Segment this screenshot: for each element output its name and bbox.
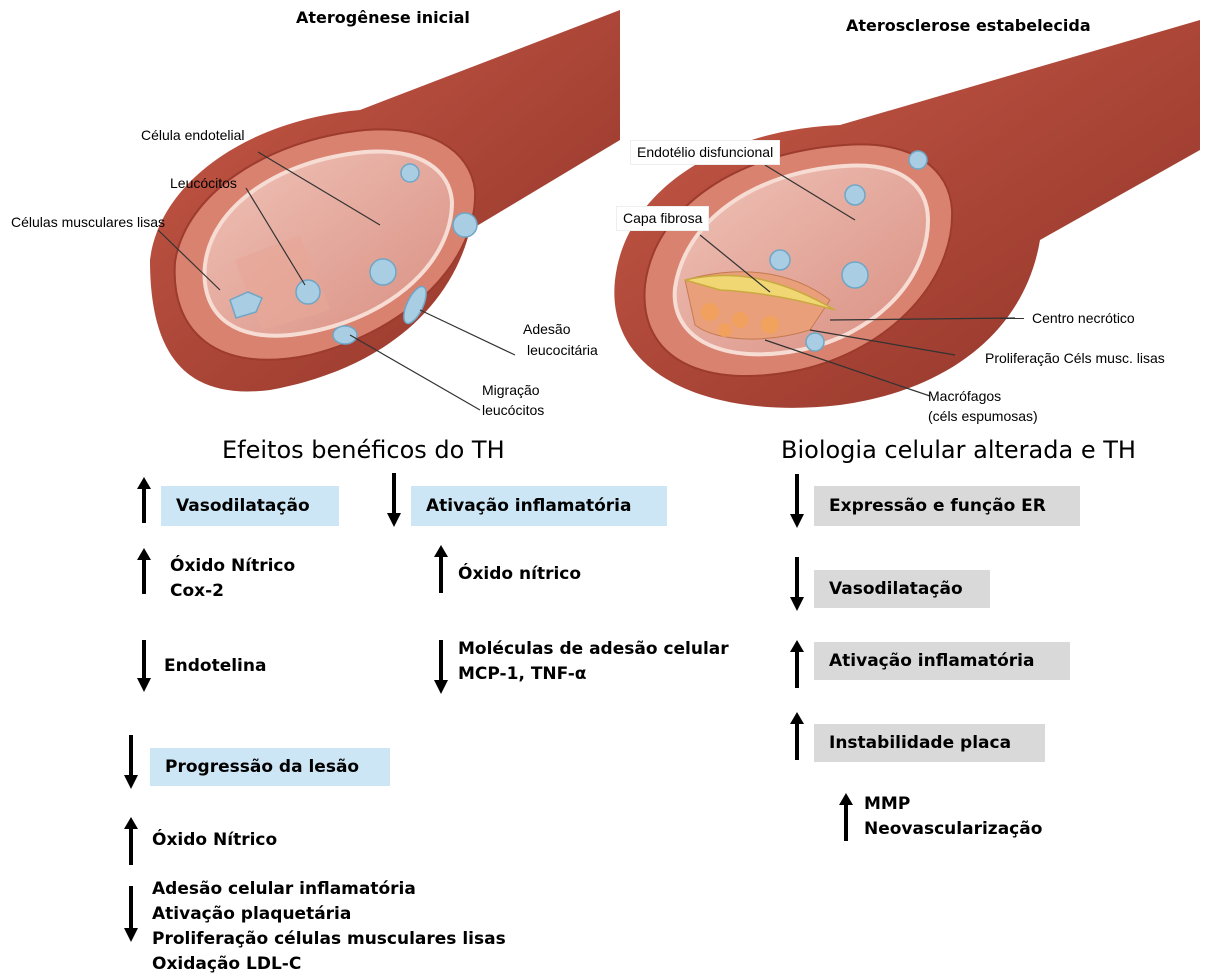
vasodilation-box: Vasodilatação xyxy=(161,486,339,526)
label-smc-proliferation: Proliferação Céls musc. lisas xyxy=(985,350,1165,367)
label-endothelial-cell: Célula endotelial xyxy=(141,127,245,144)
label-smooth-muscle-cells: Células musculares lisas xyxy=(11,214,165,231)
cox2-text: Cox-2 xyxy=(170,579,224,604)
arrow-down-icon xyxy=(387,473,401,527)
label-necrotic-core: Centro necrótico xyxy=(1032,310,1135,327)
arrow-up-icon xyxy=(790,712,804,760)
arrow-up-icon xyxy=(790,640,804,688)
nitric-oxide-text: Óxido Nítrico xyxy=(170,554,295,579)
mmp-text: MMP xyxy=(864,792,910,817)
arrow-down-icon xyxy=(124,735,138,789)
arrow-up-icon xyxy=(434,545,448,593)
arrow-up-icon xyxy=(137,477,151,523)
arrow-up-icon xyxy=(839,793,853,841)
label-leukocyte-migration-1: Migração xyxy=(482,382,540,399)
inflammatory-activation-box: Ativação inflamatória xyxy=(411,486,667,526)
label-leukocyte-adhesion-1: Adesão xyxy=(523,321,570,338)
arrow-down-icon xyxy=(124,886,138,942)
label-leukocytes: Leucócitos xyxy=(170,175,237,192)
altered-biology-title: Biologia celular alterada e TH xyxy=(781,436,1136,464)
label-leukocyte-migration-2: leucócitos xyxy=(482,402,544,419)
mcp1-tnf-text: MCP-1, TNF-α xyxy=(458,662,586,687)
lesion-nitric-oxide-text: Óxido Nítrico xyxy=(152,828,277,853)
arrow-up-icon xyxy=(137,548,151,594)
neovascularization-text: Neovascularização xyxy=(864,817,1042,842)
lesion-progression-box: Progressão da lesão xyxy=(150,748,390,786)
lesion-list-item-3: Proliferação células musculares lisas xyxy=(152,927,506,952)
lesion-list-item-2: Ativação plaquetária xyxy=(152,902,351,927)
left-illustration-title: Aterogênese inicial xyxy=(296,8,470,27)
arrow-up-icon xyxy=(124,817,138,865)
arrow-down-icon xyxy=(790,474,804,528)
adhesion-molecules-text: Moléculas de adesão celular xyxy=(458,637,729,662)
er-expression-box: Expressão e função ER xyxy=(814,486,1080,526)
altered-vasodilation-box: Vasodilatação xyxy=(814,570,990,608)
lesion-list-item-4: Oxidação LDL-C xyxy=(152,952,301,977)
label-dysfunctional-endothelium: Endotélio disfuncional xyxy=(630,140,780,165)
label-macrophages-2: (céls espumosas) xyxy=(928,408,1038,425)
arrow-down-icon xyxy=(434,640,448,694)
inflammation-nitric-oxide-text: Óxido nítrico xyxy=(458,562,581,587)
necrotic-core-leader xyxy=(1000,318,1024,319)
lesion-list-item-1: Adesão celular inflamatória xyxy=(152,877,416,902)
plaque-instability-box: Instabilidade placa xyxy=(814,724,1045,762)
altered-inflammatory-activation-box: Ativação inflamatória xyxy=(814,642,1070,680)
benefits-title: Efeitos benéficos do TH xyxy=(222,436,505,464)
label-leukocyte-adhesion-2: leucocitária xyxy=(527,342,598,359)
arrow-down-icon xyxy=(790,557,804,611)
arrow-down-icon xyxy=(137,640,151,692)
endothelin-text: Endotelina xyxy=(164,654,266,679)
label-fibrous-cap: Capa fibrosa xyxy=(616,206,709,231)
label-macrophages-1: Macrófagos xyxy=(928,388,1001,405)
